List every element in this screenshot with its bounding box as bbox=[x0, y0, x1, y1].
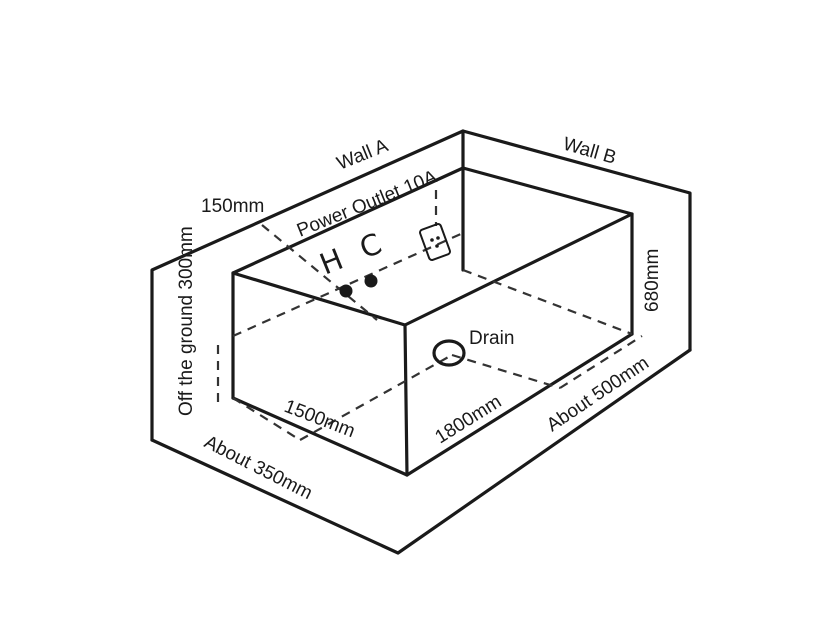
dash-back-upper-wall-a bbox=[232, 231, 464, 338]
outlet-offset-label: 150mm bbox=[201, 196, 264, 217]
wall-a-outline bbox=[150, 129, 465, 442]
drain-label: Drain bbox=[469, 328, 514, 349]
drain-icon bbox=[432, 339, 466, 367]
tub-top-face bbox=[231, 166, 634, 327]
tub-bottom-left-edge bbox=[231, 396, 409, 477]
hidden-lines bbox=[216, 190, 643, 441]
wall-a-label: Wall A bbox=[334, 135, 391, 175]
power-outlet-icon bbox=[419, 223, 451, 261]
wall-b-label: Wall B bbox=[561, 134, 619, 169]
tub-front-vertical-edge bbox=[403, 323, 409, 477]
about-350-label: About 350mm bbox=[201, 432, 316, 504]
dash-back-lower-wall-b bbox=[462, 268, 633, 336]
dash-150mm-offset bbox=[261, 224, 378, 321]
wall-b-outline bbox=[461, 129, 692, 352]
dash-drain-500 bbox=[451, 353, 561, 390]
room-outline bbox=[150, 129, 692, 555]
off-ground-label: Off the ground 300mm bbox=[176, 226, 197, 416]
cold-tap-dot bbox=[364, 274, 378, 288]
dash-floor-center bbox=[299, 354, 453, 441]
hot-cold-label: H C bbox=[315, 224, 392, 281]
hot-tap-dot bbox=[339, 284, 353, 298]
about-500-label: About 500mm bbox=[543, 353, 653, 437]
height-label: 680mm bbox=[642, 249, 663, 312]
floor-front-edge bbox=[150, 348, 692, 555]
dash-500-bottom bbox=[559, 335, 643, 389]
tub-bottom-right-edge bbox=[405, 332, 634, 477]
dash-floor-350 bbox=[232, 397, 301, 441]
